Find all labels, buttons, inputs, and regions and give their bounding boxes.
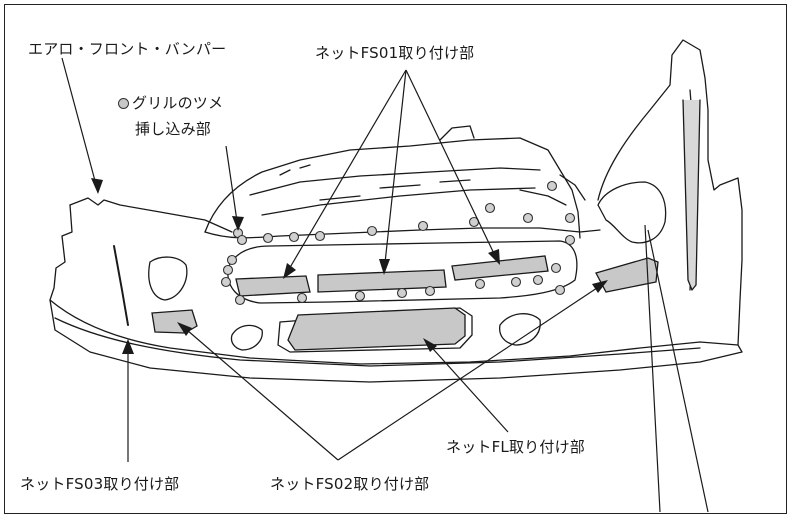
arrowhead xyxy=(232,216,244,231)
bumper-grille-frame xyxy=(227,240,578,304)
left-bumper-end-outline xyxy=(69,197,233,233)
top-clip-tab xyxy=(439,125,475,141)
leader-fs02-left xyxy=(179,323,339,461)
clip-dot xyxy=(296,292,308,304)
right-corner-shape xyxy=(597,181,667,244)
clip-dot xyxy=(564,234,576,246)
clip-dot xyxy=(417,220,429,232)
leader-fl xyxy=(424,339,509,433)
leader-grille-claw xyxy=(225,145,239,229)
clip-dot xyxy=(366,225,378,237)
right-fender-outline xyxy=(597,39,743,346)
net-fs01-area-right xyxy=(451,255,549,281)
label-grille-claw-line2: 挿し込み部 xyxy=(135,120,212,138)
clip-dot xyxy=(396,287,408,299)
clip-dot-legend-icon xyxy=(118,98,129,109)
arrowhead xyxy=(423,338,437,352)
clip-dot xyxy=(550,262,562,274)
net-fs01-area-left xyxy=(235,275,311,297)
left-bumper-side xyxy=(49,204,73,301)
detail-line xyxy=(319,179,471,201)
detail-line-2 xyxy=(279,164,311,176)
fs03-mount-rib xyxy=(113,245,129,326)
upper-bracket-line-2 xyxy=(261,187,536,216)
clip-dot xyxy=(262,232,274,244)
left-headlight-recess xyxy=(148,256,188,301)
label-grille-claw-line1: グリルのツメ xyxy=(132,94,224,112)
label-net-fs02: ネットFS02取り付け部 xyxy=(270,475,430,493)
clip-dot xyxy=(564,212,576,224)
arrowhead xyxy=(91,178,103,194)
clip-dot xyxy=(354,290,366,302)
label-grille-claw: グリルのツメ xyxy=(118,96,223,111)
leader-fs02-right xyxy=(337,281,607,461)
arrowhead xyxy=(379,259,390,275)
clip-dot xyxy=(424,285,436,297)
radiator-support-outline xyxy=(204,137,581,239)
label-net-fs01: ネットFS01取り付け部 xyxy=(315,44,475,62)
clip-dot xyxy=(522,212,534,224)
arrowhead xyxy=(592,280,608,293)
arrowhead xyxy=(488,249,500,265)
leader-fs01-left xyxy=(284,69,407,277)
label-net-fs03: ネットFS03取り付け部 xyxy=(20,475,180,493)
center-lower-recess xyxy=(277,307,473,353)
clip-dot xyxy=(314,230,326,242)
clip-dot xyxy=(474,278,486,290)
detail-line-4 xyxy=(519,189,567,206)
clip-dot xyxy=(532,274,544,286)
clip-dot xyxy=(226,254,238,266)
leader-right-corner-2 xyxy=(647,229,709,513)
leader-fs01-center xyxy=(383,69,407,273)
leader-right-corner-1 xyxy=(644,224,661,513)
leader-aero-bumper xyxy=(61,57,99,193)
right-fender-edge xyxy=(682,99,701,291)
arrowhead xyxy=(177,322,192,336)
clip-dot xyxy=(236,234,248,246)
clip-dot xyxy=(510,276,522,288)
net-fs01-area-center xyxy=(317,269,447,293)
left-lower-vent xyxy=(230,324,263,351)
clip-dot xyxy=(484,202,496,214)
arrowhead xyxy=(283,263,296,279)
label-aero-bumper: エアロ・フロント・バンパー xyxy=(28,40,227,58)
clip-dot xyxy=(546,180,558,192)
detail-line-3 xyxy=(559,174,586,201)
arrowhead xyxy=(122,339,134,354)
label-net-fl: ネットFL取り付け部 xyxy=(446,438,585,456)
leader-fs01-right xyxy=(405,69,499,263)
bumper-lower-lip xyxy=(54,317,701,367)
clip-dot xyxy=(288,231,300,243)
clip-dot xyxy=(554,284,566,296)
right-lower-vent xyxy=(499,313,541,346)
bumper-lower-body xyxy=(49,299,743,383)
clip-dot xyxy=(222,264,234,276)
clip-dot xyxy=(234,294,246,306)
net-fl-area xyxy=(287,307,466,351)
clip-dot xyxy=(220,276,232,288)
